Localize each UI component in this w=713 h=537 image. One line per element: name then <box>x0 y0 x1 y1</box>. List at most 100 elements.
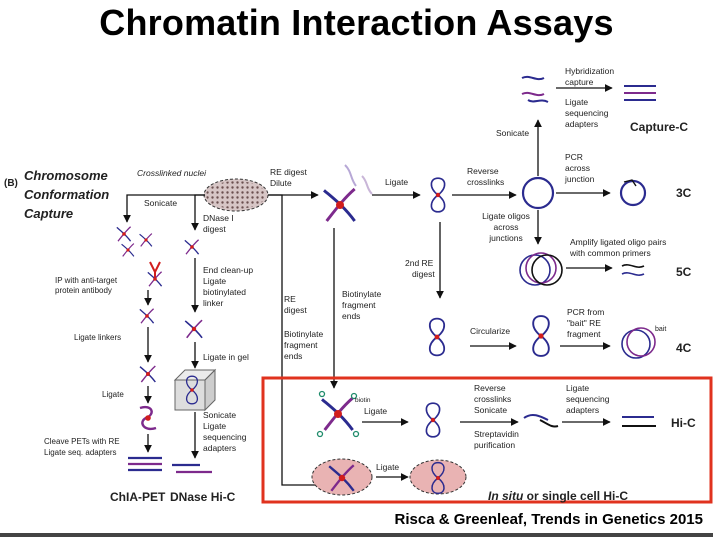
svg-text:Hybridization: Hybridization <box>565 66 614 76</box>
panel-label: (B) <box>4 178 18 189</box>
svg-text:Ligate seq. adapters: Ligate seq. adapters <box>44 448 117 457</box>
dnase-molecule-1 <box>184 239 200 255</box>
insitu-ligate-label: Ligate <box>376 462 399 472</box>
svg-text:Ligate: Ligate <box>203 421 226 431</box>
dnase-molecule-linker <box>184 319 203 339</box>
re-digested-fragments <box>322 164 373 223</box>
in-situ-rest: or single cell Hi-C <box>523 489 628 503</box>
svg-text:End clean-up: End clean-up <box>203 265 253 275</box>
dnase-final-label: Sonicate Ligate sequencing adapters <box>203 410 247 453</box>
svg-text:digest: digest <box>412 269 435 279</box>
chia-molecule-2 <box>139 233 153 247</box>
svg-text:adapters: adapters <box>566 405 599 415</box>
crosslinked-nucleus-dots <box>206 181 266 209</box>
circularized-loop <box>531 314 551 358</box>
svg-text:across: across <box>493 222 518 232</box>
chia-molecule-linkers <box>139 308 155 324</box>
gel-cube <box>173 368 217 412</box>
svg-text:RE digest: RE digest <box>270 167 307 177</box>
cleave-pets-label: Cleave PETs with RE Ligate seq. adapters <box>44 437 120 457</box>
3c-product-circle <box>619 179 647 207</box>
chia-ligate-label: Ligate <box>102 390 124 399</box>
svg-text:Streptavidin: Streptavidin <box>474 429 519 439</box>
svg-text:junctions: junctions <box>488 233 523 243</box>
3c-primer-icon <box>623 179 637 187</box>
4c-label: 4C <box>676 341 692 355</box>
svg-text:adapters: adapters <box>203 443 236 453</box>
hic-biotin-molecule <box>316 390 360 438</box>
svg-text:DNase I: DNase I <box>203 213 234 223</box>
5c-label: 5C <box>676 265 692 279</box>
svg-text:Ligate: Ligate <box>565 97 588 107</box>
capture-reads <box>624 85 656 101</box>
end-cleanup-label: End clean-up Ligate biotinylated linker <box>203 265 253 308</box>
crosslinked-nuclei-label: Crosslinked nuclei <box>137 168 207 178</box>
biotinylate-left-label: Biotinylate fragment ends <box>284 329 323 361</box>
sonicate-label: Sonicate <box>144 198 177 208</box>
svg-text:Biotinylate: Biotinylate <box>342 289 381 299</box>
ip-antibody-label: IP with anti-target protein antibody <box>55 276 118 295</box>
chia-molecule-ligated <box>139 365 157 383</box>
4c-loop <box>428 317 446 357</box>
svg-text:purification: purification <box>474 440 515 450</box>
svg-text:sequencing: sequencing <box>566 394 610 404</box>
chia-molecule-3 <box>121 243 135 257</box>
svg-text:2nd RE: 2nd RE <box>405 258 434 268</box>
svg-text:adapters: adapters <box>565 119 598 129</box>
4c-product-circles <box>621 327 656 359</box>
svg-text:linker: linker <box>203 298 223 308</box>
chromosome-conformation-capture-heading: Chromosome Conformation Capture <box>24 168 109 221</box>
re-digest-molecule <box>322 187 357 223</box>
re-digest-label: RE digest <box>284 294 307 315</box>
main-routing-lines <box>123 191 329 489</box>
svg-text:RE: RE <box>284 294 296 304</box>
svg-text:Cleave PETs with RE: Cleave PETs with RE <box>44 437 120 446</box>
hic-ligate-label: Ligate <box>364 406 387 416</box>
pcr-bait-label: PCR from "bait" RE fragment <box>567 307 604 339</box>
bait-label: bait <box>655 326 666 333</box>
capture-fragments <box>521 75 549 103</box>
hic-reverse-label: Reverse crosslinks Sonicate Streptavidin… <box>474 383 519 450</box>
3c-label: 3C <box>676 186 692 200</box>
svg-text:junction: junction <box>564 174 595 184</box>
svg-text:biotinylated: biotinylated <box>203 287 246 297</box>
ligated-loop <box>430 177 446 213</box>
re-ligate-label: Ligate <box>385 177 408 187</box>
svg-text:protein antibody: protein antibody <box>55 286 112 295</box>
svg-text:ends: ends <box>342 311 360 321</box>
3c-circle <box>521 176 555 210</box>
5c-products <box>621 264 645 276</box>
hic-pulled-fragment <box>523 413 559 428</box>
hic-reads <box>622 416 656 427</box>
svg-text:Sonicate: Sonicate <box>203 410 236 420</box>
heading-line-1: Chromosome <box>24 168 108 183</box>
reverse-crosslinks-label: Reverse crosslinks <box>467 166 504 187</box>
hi-c-label: Hi-C <box>671 416 696 430</box>
citation: Risca & Greenleaf, Trends in Genetics 20… <box>394 511 703 528</box>
5c-circles <box>519 252 563 286</box>
chia-pet-label: ChIA-PET <box>110 490 166 504</box>
hic-adapters-label: Ligate sequencing adapters <box>566 383 610 415</box>
ligate-in-gel-label: Ligate in gel <box>203 352 249 362</box>
biotin-label: biotin <box>355 397 371 404</box>
svg-text:sequencing: sequencing <box>203 432 247 442</box>
biotinylate-right-label: Biotinylate fragment ends <box>342 289 381 321</box>
hic-ligated-loop <box>425 402 441 438</box>
circularize-label: Circularize <box>470 326 510 336</box>
slide-title: Chromatin Interaction Assays <box>99 2 614 43</box>
svg-text:Ligate: Ligate <box>203 276 226 286</box>
svg-text:capture: capture <box>565 77 594 87</box>
svg-text:fragment: fragment <box>342 300 376 310</box>
capture-adapters-label: Ligate sequencing adapters <box>565 97 609 129</box>
svg-text:fragment: fragment <box>567 329 601 339</box>
re-digest-dilute-label: RE digest Dilute <box>270 167 307 188</box>
svg-text:Ligate: Ligate <box>566 383 589 393</box>
dnase-hic-label: DNase Hi-C <box>170 490 236 504</box>
svg-text:sequencing: sequencing <box>565 108 609 118</box>
svg-text:PCR: PCR <box>565 152 583 162</box>
bottom-rule <box>0 533 713 537</box>
svg-text:digest: digest <box>284 305 307 315</box>
svg-text:crosslinks: crosslinks <box>474 394 511 404</box>
chia-pet-reads <box>128 456 162 472</box>
